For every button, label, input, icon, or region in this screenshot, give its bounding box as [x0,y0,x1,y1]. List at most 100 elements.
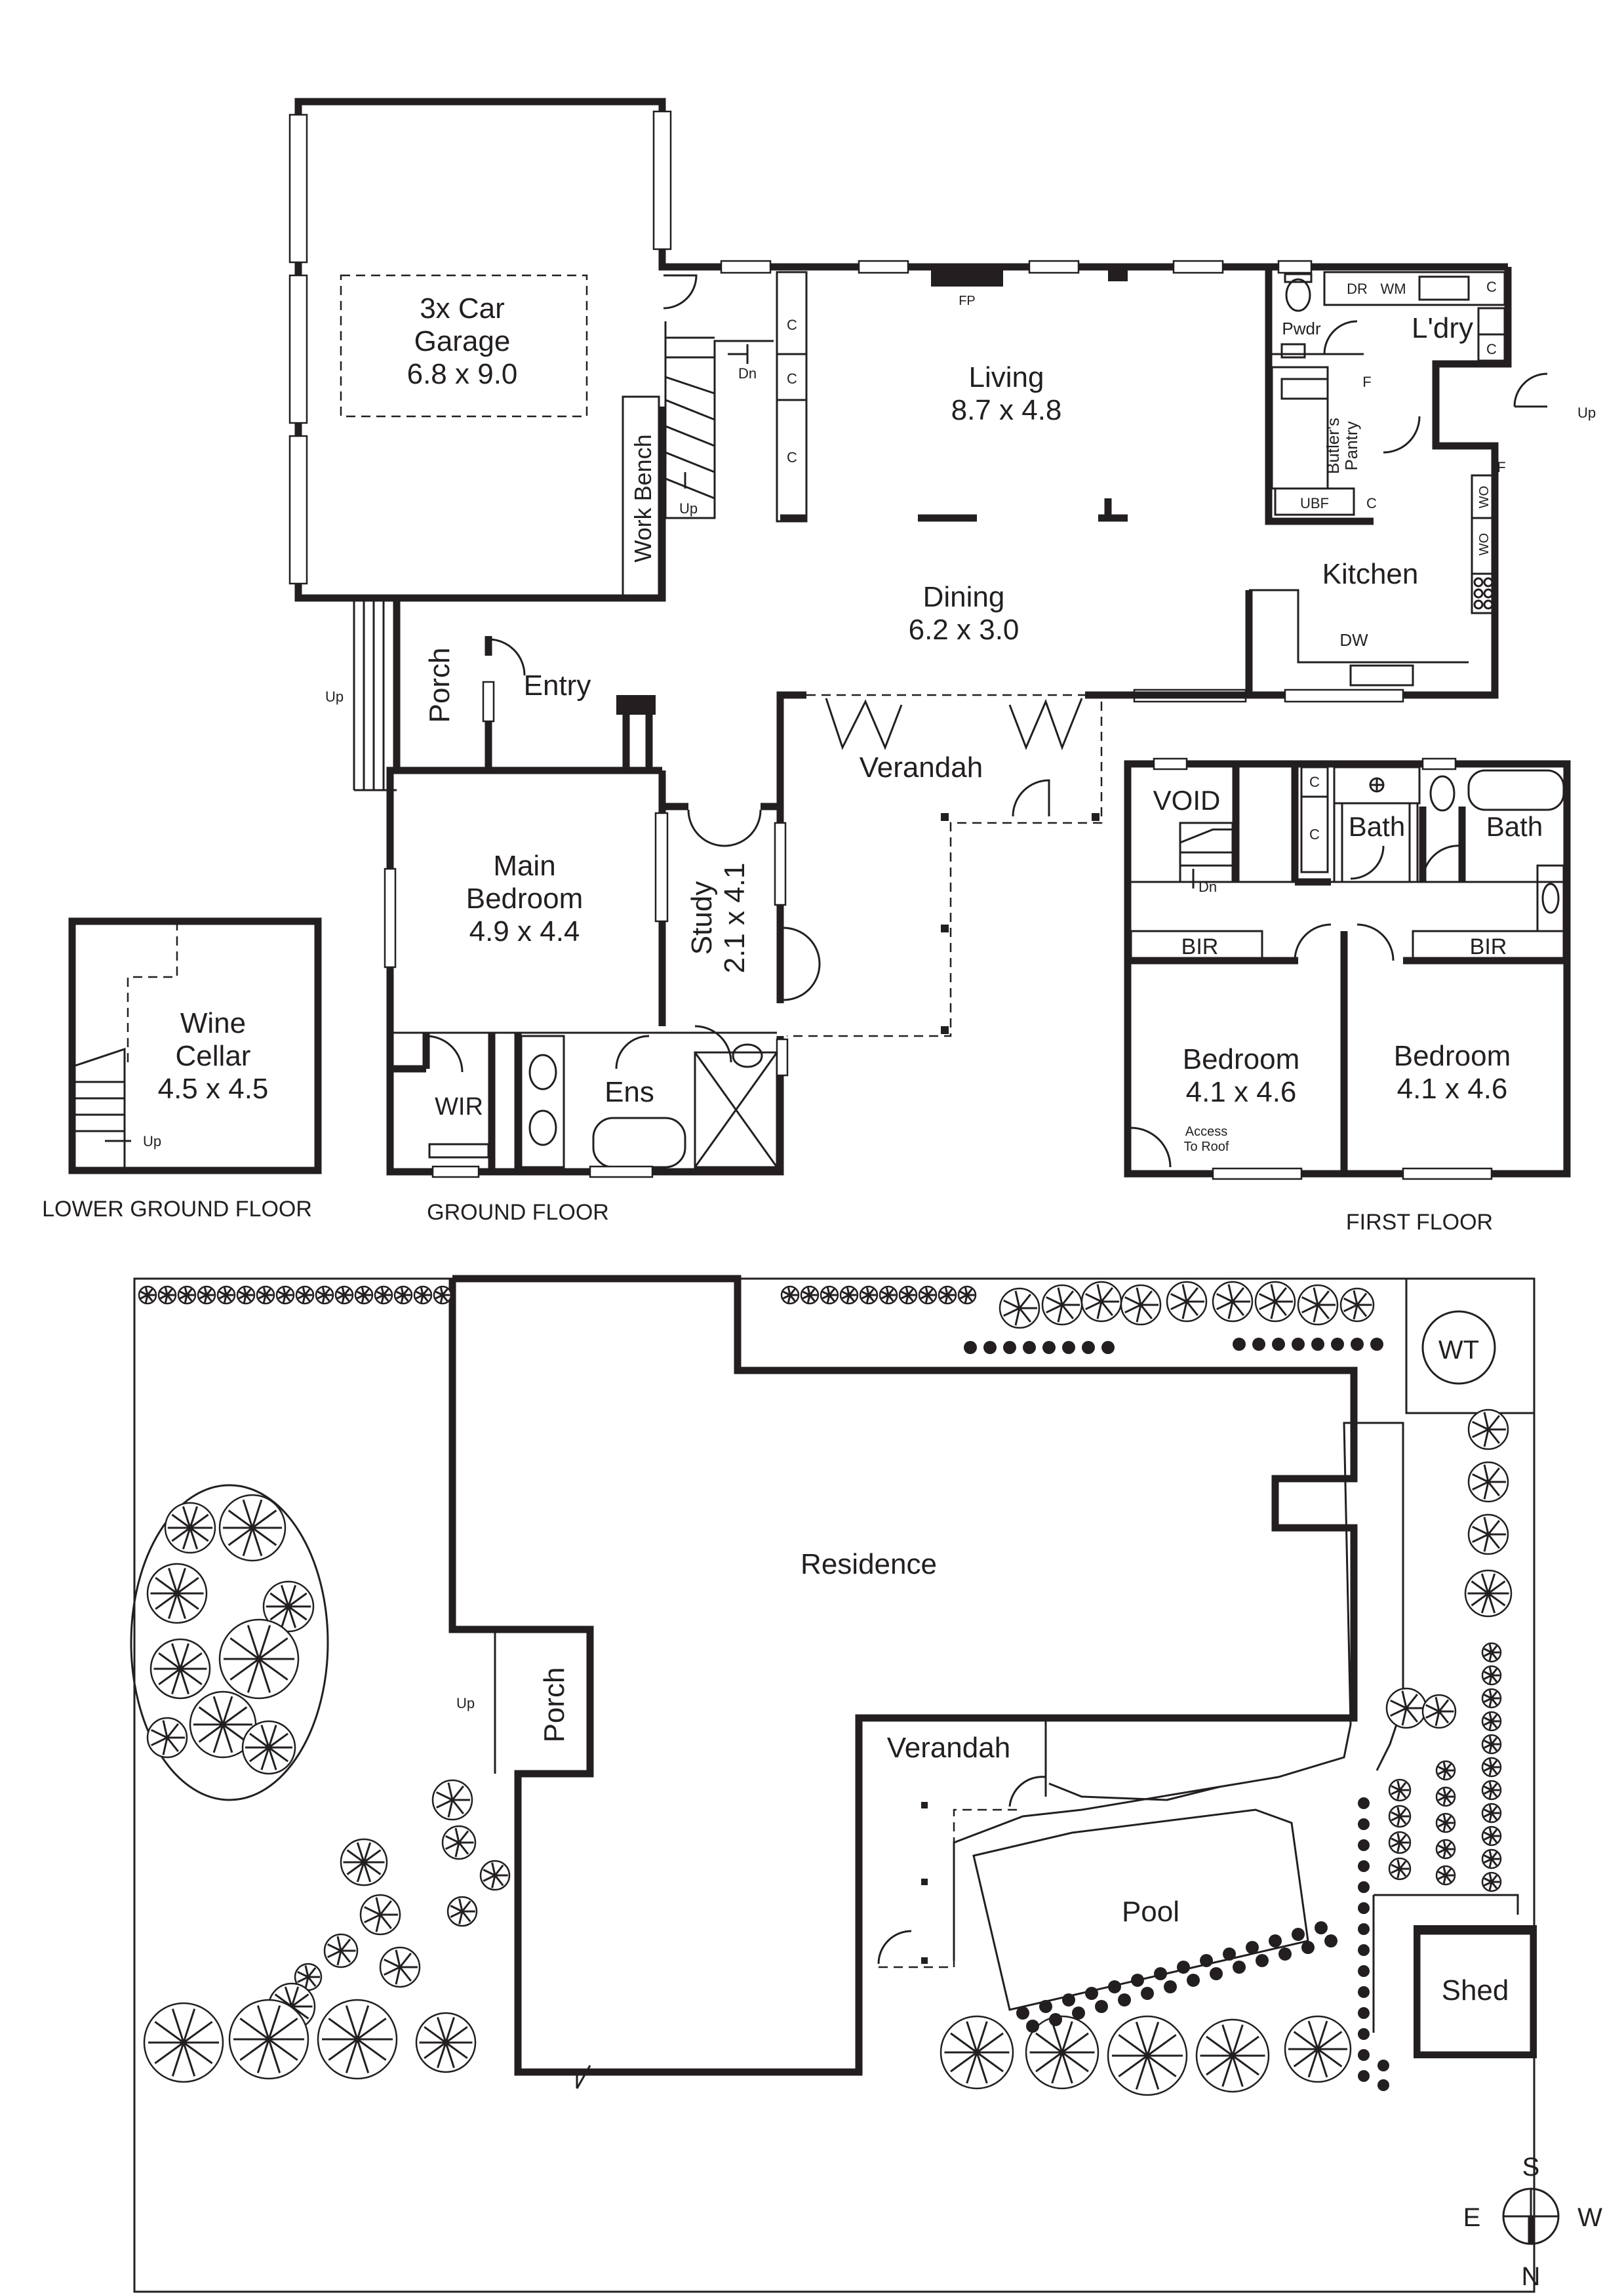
butlers-pantry [1271,366,1329,490]
pool-surround [953,1786,1220,1961]
cupboard-label: C [787,370,797,387]
tree-icon [1259,1284,1293,1319]
tree-icon [445,1827,474,1858]
fireplace [931,267,1003,287]
cupboard-label: C [787,449,797,466]
fridge-label: F [1497,459,1505,475]
wir-label: WIR [435,1093,483,1121]
laundry-door-swing [1323,320,1358,355]
tree-icon [277,1287,293,1303]
shrub-icon [1358,2070,1370,2082]
verandah-door [1012,779,1050,817]
fridge-label: F [1362,374,1371,390]
shrub-icon [1200,1954,1213,1967]
tree-icon [1003,1290,1037,1326]
wall-oven-label: WO [1477,486,1492,508]
bedroom-label: Bedroom [1394,1040,1511,1072]
wir-window [431,1165,480,1178]
shrub-icon [1108,1980,1121,1993]
tree-icon [266,1585,311,1628]
shrub-icon [1358,1839,1370,1851]
living-window [720,260,772,274]
compass [1502,2187,1560,2245]
site-up-label: Up [456,1695,475,1711]
tree-icon [1483,1667,1500,1684]
porch-steps [353,598,397,791]
ensuite-window [589,1165,654,1178]
verandah-line [859,1717,1047,1797]
tree-icon [1390,1690,1424,1726]
tree-icon [376,1287,391,1303]
shrub-icon [1358,1797,1370,1809]
cupboard-label: C [1309,774,1320,790]
living-window [1172,260,1224,274]
tree-icon [1437,1788,1454,1805]
site-plan [133,1275,1537,2293]
laundry-sink [1418,275,1470,301]
tree-icon [153,1643,207,1694]
tree-icon [343,1842,385,1883]
dining-folding-doors [1008,698,1083,751]
tree-icon [297,1287,313,1303]
shrub-icon [1016,2006,1029,2020]
wine-cellar-label: Wine [180,1007,246,1039]
shrub-icon [1085,1987,1098,2000]
pantry-label: Butler's [1323,418,1343,474]
tree-icon [193,1696,252,1753]
washer-label: WM [1380,281,1406,297]
shrub-icon [1141,1987,1154,2000]
bath-label: Bath [1349,811,1405,842]
kitchen-label: Kitchen [1322,558,1419,590]
tree-icon [1391,1859,1410,1879]
residence-label: Residence [801,1548,937,1580]
tree-icon [1437,1867,1454,1884]
ensuite-vanity [520,1035,565,1168]
garage-label: 3x Car [420,292,505,325]
study-door [687,809,762,847]
porch-label: Porch [424,648,456,723]
wine-cellar-size: 4.5 x 4.5 [158,1073,269,1105]
living-window [858,260,909,274]
shrub-icon [1358,2007,1370,2019]
main-bedroom-label: Main [493,850,555,882]
tree-icon [1483,1850,1500,1867]
tree-icon [1124,1287,1159,1323]
shrub-icon [1256,1954,1269,1967]
bir-label: BIR [1181,934,1219,959]
work-bench [622,395,660,598]
tree-icon [1170,1284,1204,1319]
tree-icon [151,1720,185,1755]
tree-icon [861,1287,877,1303]
powder-label: Pwdr [1282,319,1321,338]
shrub-icon [1177,1961,1190,1974]
roof-access-hatch [1130,1127,1172,1168]
tree-icon [224,1625,294,1693]
tree-icon [1467,1573,1509,1614]
tree-icon [436,1782,470,1818]
entry-door-swing [488,638,526,676]
water-tank [1421,1310,1496,1385]
shrub-icon [1358,1860,1370,1872]
shrub-icon [1292,1338,1305,1351]
tree-icon [822,1287,837,1303]
tree-icon [1391,1833,1410,1852]
tree-icon [336,1287,352,1303]
pool-label: Pool [1122,1896,1179,1928]
powder-basin [1280,343,1306,359]
bath-label: Bath [1486,811,1543,842]
shrub-icon [1003,1341,1016,1354]
shrub-icon [1233,1961,1246,1974]
compass-south: S [1522,2153,1540,2182]
shrub-icon [1370,1338,1383,1351]
pool [972,1808,1309,2011]
ubf-label: UBF [1300,495,1329,511]
shrub-icon [1131,1974,1144,1987]
verandah-label: Verandah [860,751,983,784]
tree-icon [356,1287,372,1303]
tree-icon [1216,1284,1250,1319]
tree-icon [1288,2020,1347,2078]
cupboard-label: C [1309,826,1320,843]
shrub-icon [1292,1928,1305,1941]
entry-door [482,681,495,723]
tree-icon [258,1287,273,1303]
